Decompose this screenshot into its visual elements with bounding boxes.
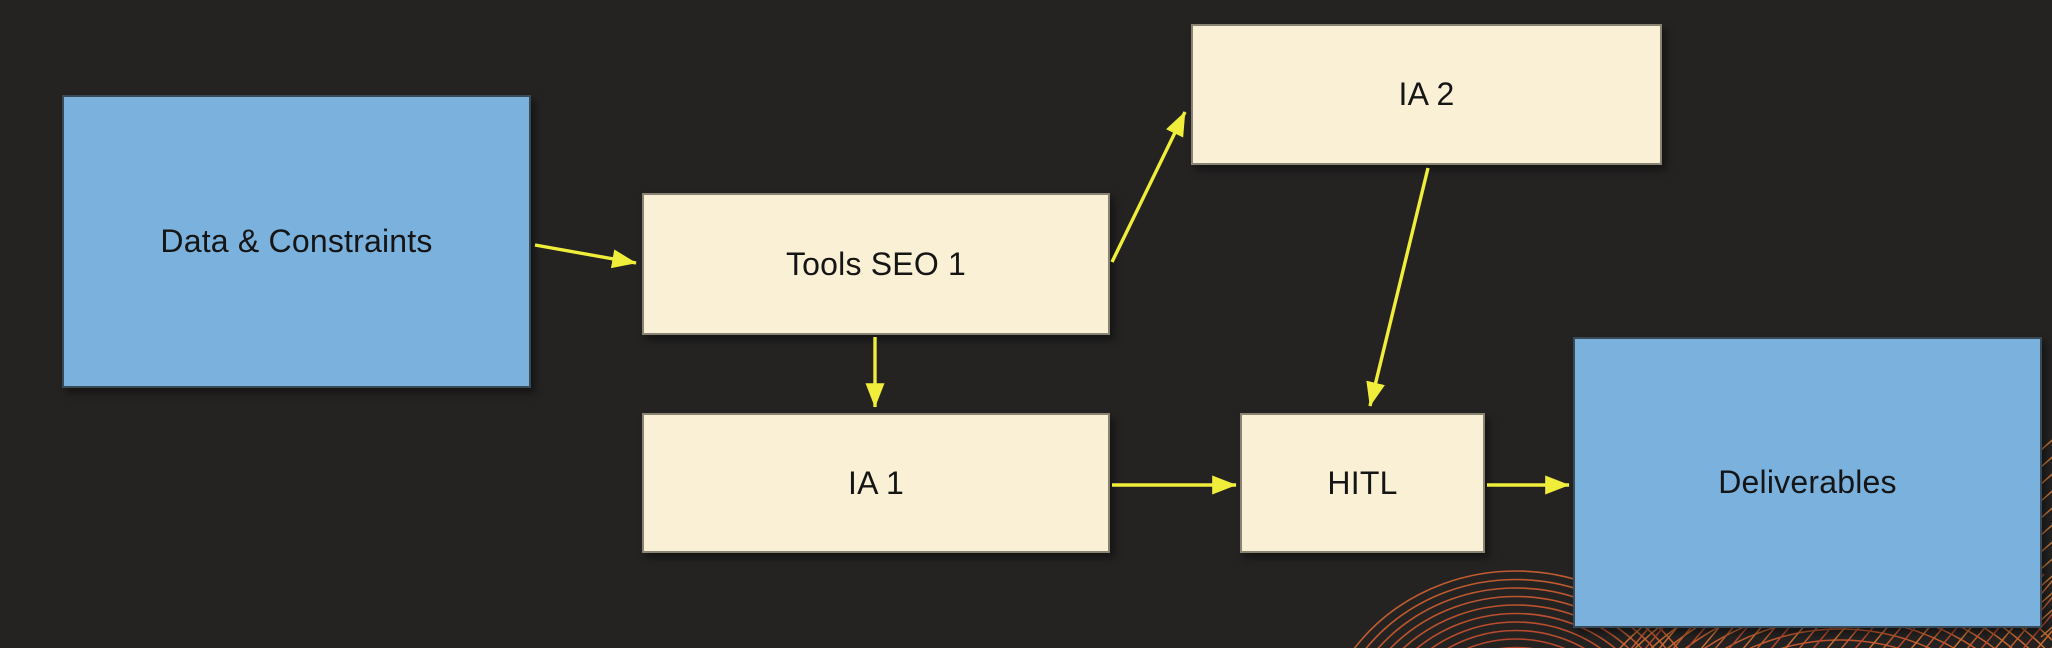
node-label-ia-1: IA 1 — [848, 464, 904, 501]
node-label-ia-2: IA 2 — [1398, 76, 1455, 112]
node-data-constraints[interactable]: Data & Constraints — [62, 95, 531, 388]
node-deliverables[interactable]: Deliverables — [1573, 337, 2042, 628]
node-label-tools-seo-1: Tools SEO 1 — [785, 245, 967, 282]
node-label-data-constraints: Data & Constraints — [160, 223, 433, 259]
node-ia-1[interactable]: IA 1 — [642, 413, 1110, 553]
node-hitl[interactable]: HITL — [1240, 413, 1485, 553]
node-ia-2[interactable]: IA 2 — [1191, 24, 1662, 165]
node-label-deliverables: Deliverables — [1718, 464, 1897, 500]
node-tools-seo-1[interactable]: Tools SEO 1 — [642, 193, 1110, 335]
node-label-hitl: HITL — [1327, 464, 1398, 501]
